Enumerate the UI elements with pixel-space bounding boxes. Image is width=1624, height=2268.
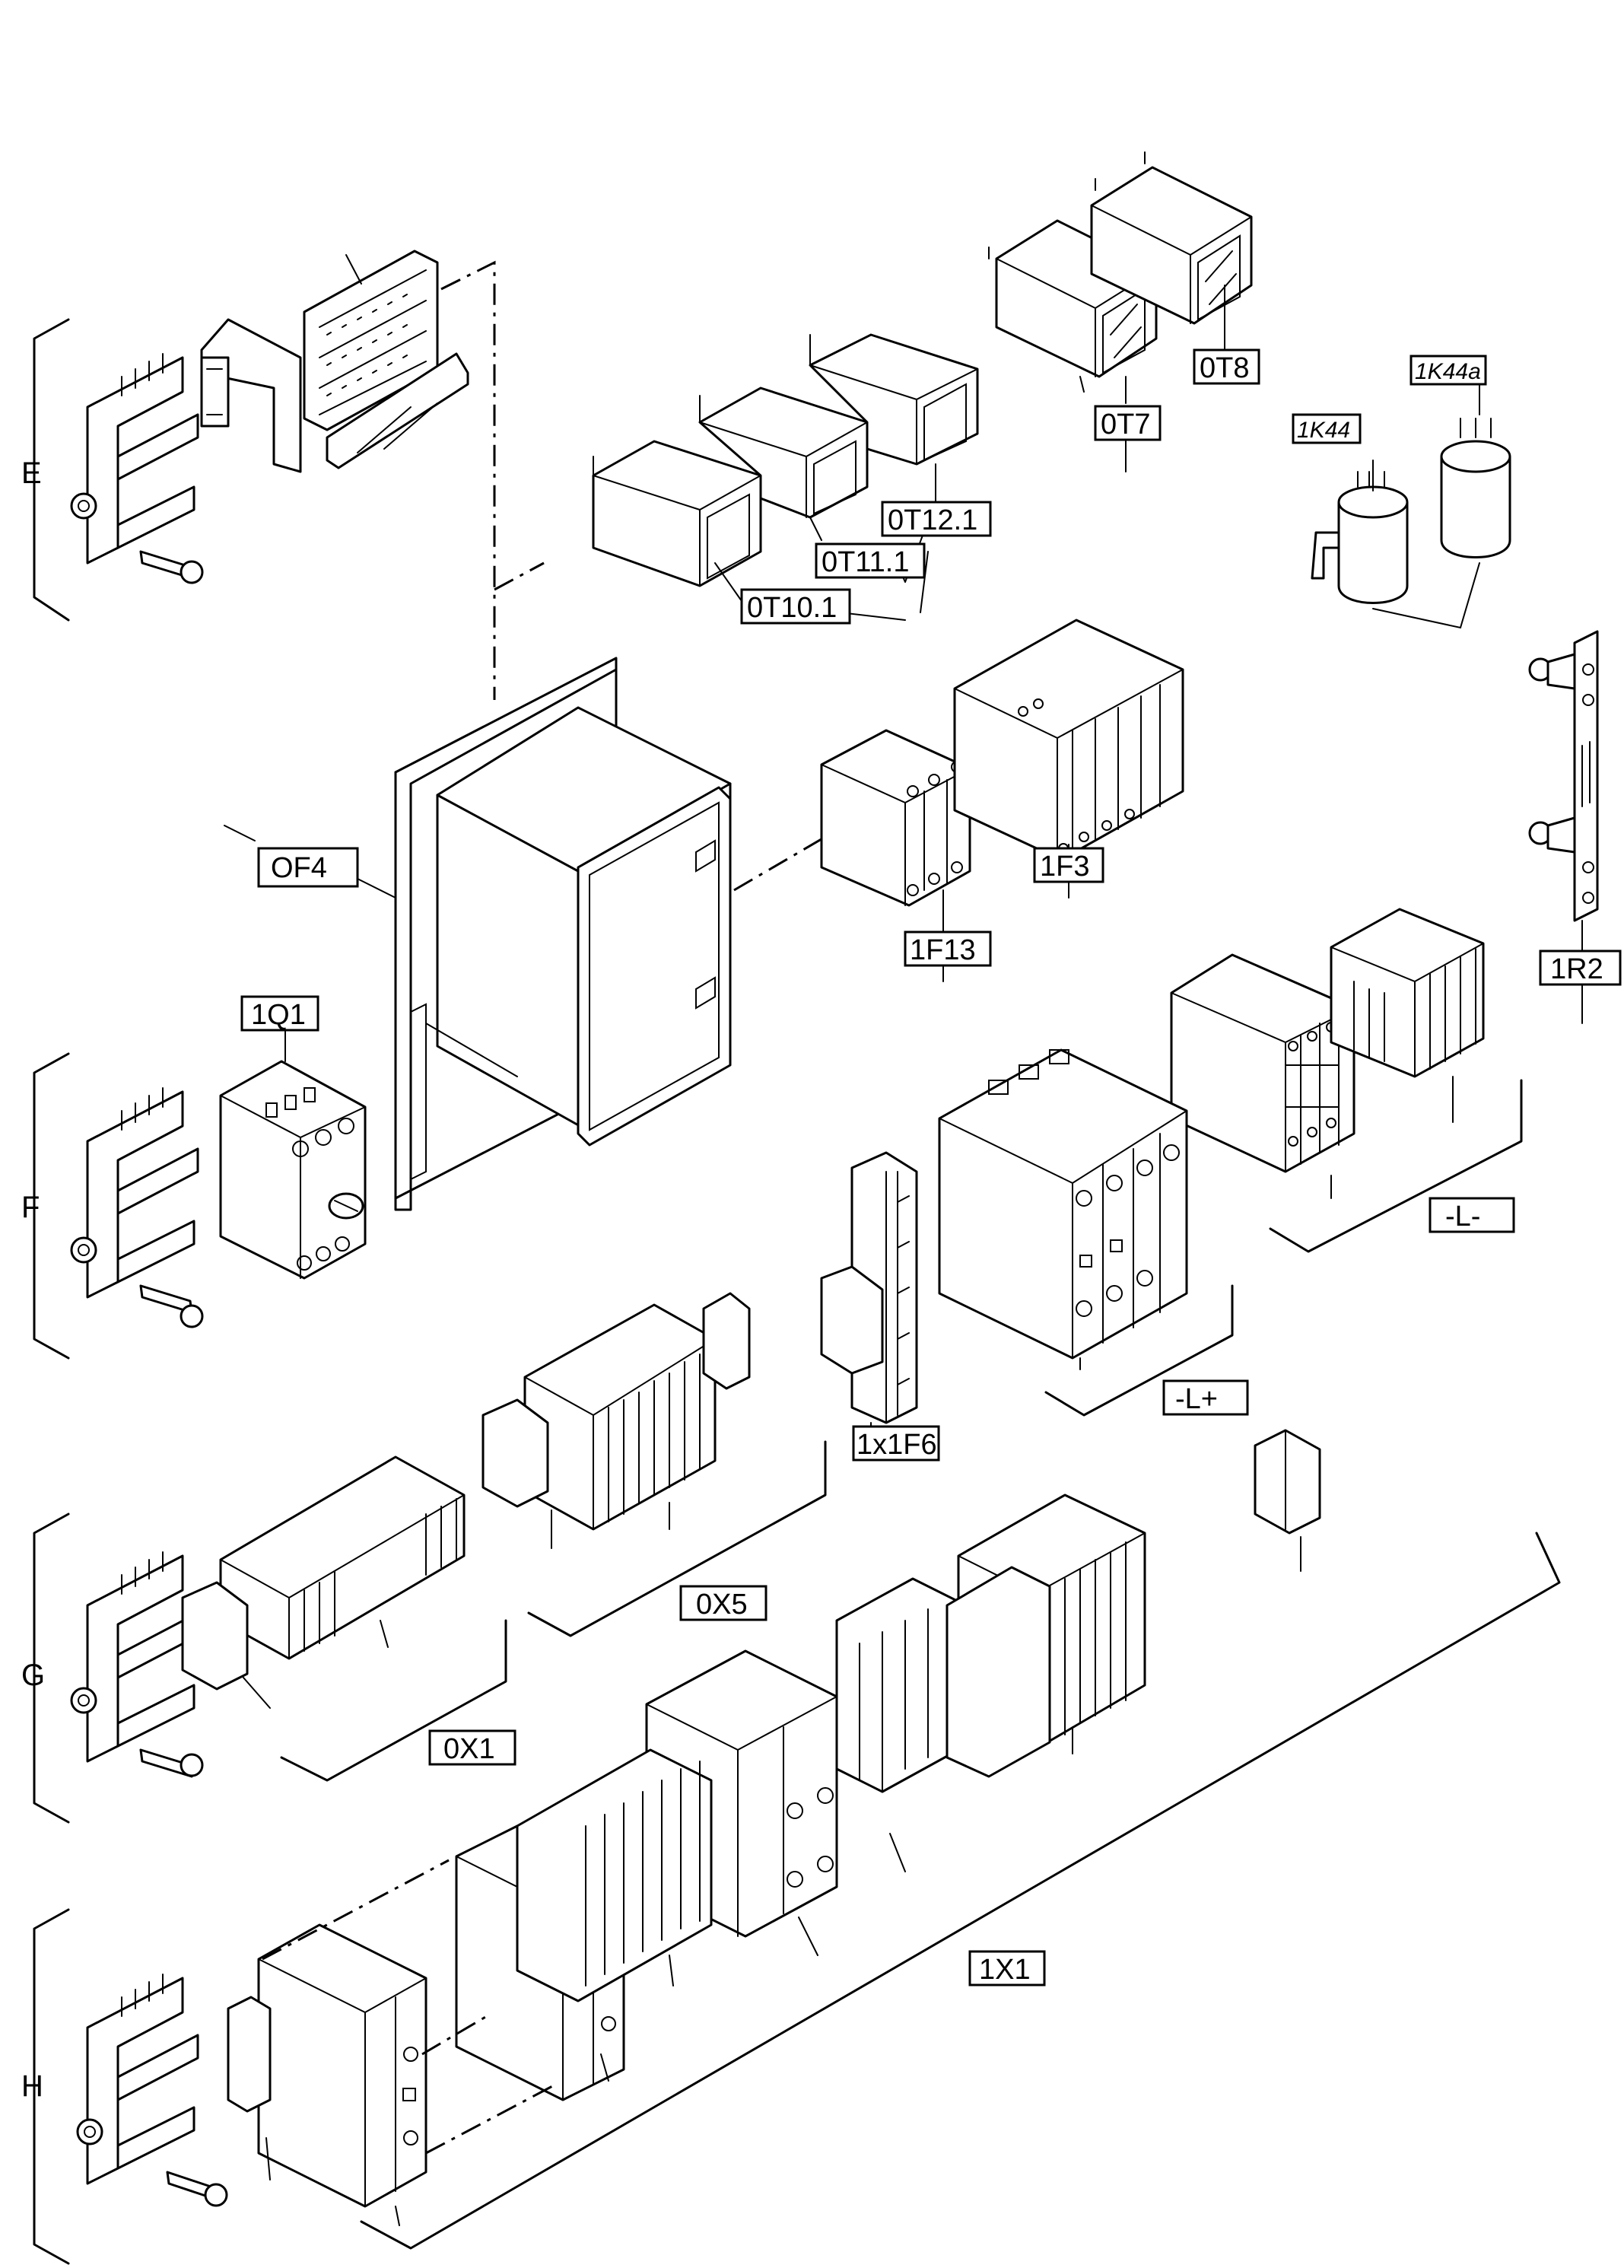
assembly-line-e (440, 260, 545, 700)
row-label-f: F (21, 1191, 40, 1224)
relay-1k44a (1440, 418, 1511, 558)
row-bracket-e (33, 318, 70, 622)
label-l-plus: -L+ (1162, 1379, 1249, 1416)
row-label-h: H (21, 2069, 43, 2103)
label-0x1: 0X1 (428, 1729, 516, 1766)
svg-text:0T7: 0T7 (1101, 409, 1150, 441)
label-1k44: 1K44 (1292, 413, 1362, 444)
svg-text:0T8: 0T8 (1200, 352, 1249, 384)
label-0t8: 0T8 (1193, 348, 1260, 385)
cover-plate (326, 352, 469, 469)
terminal-group-l-minus-small (1330, 908, 1485, 1078)
label-0t7: 0T7 (1094, 405, 1162, 441)
end-stop-clamp-e (200, 318, 302, 473)
terminal-block-1x1f6 (820, 1151, 918, 1424)
svg-text:0T12.1: 0T12.1 (888, 504, 977, 536)
label-0t10-1: 0T10.1 (740, 588, 851, 625)
label-1f13: 1F13 (904, 930, 992, 967)
svg-text:1F3: 1F3 (1040, 851, 1089, 883)
bracket-l-plus (1044, 1284, 1234, 1417)
end-stop-right (1254, 1429, 1321, 1535)
transformer-0t11 (698, 386, 869, 519)
row-label-g: G (21, 1659, 45, 1692)
svg-text:1F13: 1F13 (910, 934, 976, 966)
motor-protector-1q1 (219, 1060, 367, 1280)
svg-text:0X1: 0X1 (443, 1733, 495, 1765)
terminal-group-1x1-row-h (227, 1748, 713, 2208)
label-1x1f6: 1x1F6 (852, 1425, 940, 1462)
svg-text:1R2: 1R2 (1550, 953, 1603, 985)
leader-relays (1372, 562, 1480, 629)
row-bracket-h (33, 1908, 70, 2265)
label-of4: OF4 (257, 847, 359, 888)
bracket-0x1 (280, 1619, 507, 1782)
terminal-group-0x1 (181, 1455, 466, 1691)
label-0t12-1: 0T12.1 (881, 501, 992, 537)
assembly-line-1x1-a (262, 1859, 556, 2155)
terminal-group-1x1-row-g (645, 1493, 1146, 1938)
svg-text:OF4: OF4 (271, 852, 327, 884)
terminal-group-0x5 (481, 1292, 751, 1531)
svg-text:-L+: -L+ (1175, 1383, 1218, 1415)
transformer-0t12 (809, 333, 979, 466)
assembly-line-of4 (733, 835, 826, 892)
svg-text:0T10.1: 0T10.1 (747, 592, 837, 624)
label-0x5: 0X5 (679, 1585, 768, 1621)
bracket-0x5 (527, 1440, 827, 1637)
din-rail-bracket-f (70, 1087, 204, 1328)
svg-text:1K44a: 1K44a (1415, 359, 1481, 384)
svg-text:1X1: 1X1 (979, 1954, 1031, 1986)
resistor-1r2 (1528, 630, 1599, 922)
bracket-l-minus (1269, 1079, 1523, 1253)
label-1r2: 1R2 (1539, 950, 1622, 986)
label-l-minus: -L- (1429, 1197, 1515, 1233)
bracket-1x1 (360, 1532, 1561, 2250)
transformer-0t10 (592, 440, 762, 587)
enclosure-of4 (394, 657, 732, 1211)
label-1q1: 1Q1 (240, 995, 319, 1032)
relay-1k44 (1311, 471, 1409, 604)
svg-text:1K44: 1K44 (1297, 418, 1350, 443)
din-rail-bracket-g (70, 1551, 204, 1778)
row-bracket-g (33, 1513, 70, 1824)
label-1x1: 1X1 (968, 1950, 1046, 1986)
svg-text:0X5: 0X5 (696, 1589, 748, 1621)
svg-text:1Q1: 1Q1 (251, 999, 306, 1031)
label-0t11-1: 0T11.1 (815, 542, 926, 579)
terminal-group-l-plus (938, 1048, 1188, 1360)
svg-text:1x1F6: 1x1F6 (856, 1429, 937, 1461)
breaker-1f3 (953, 619, 1184, 861)
label-1f3: 1F3 (1033, 847, 1104, 883)
transformer-0t8 (1090, 151, 1253, 325)
row-bracket-f (33, 1052, 70, 1360)
breaker-1f13 (820, 729, 971, 907)
terminal-group-l-minus-large (1170, 953, 1355, 1173)
din-rail-bracket-h (76, 1974, 228, 2207)
svg-text:0T11.1: 0T11.1 (822, 546, 909, 578)
row-label-e: E (21, 456, 42, 490)
din-rail-bracket-e (70, 353, 204, 584)
svg-text:-L-: -L- (1445, 1201, 1480, 1233)
label-1k44a: 1K44a (1409, 355, 1487, 386)
